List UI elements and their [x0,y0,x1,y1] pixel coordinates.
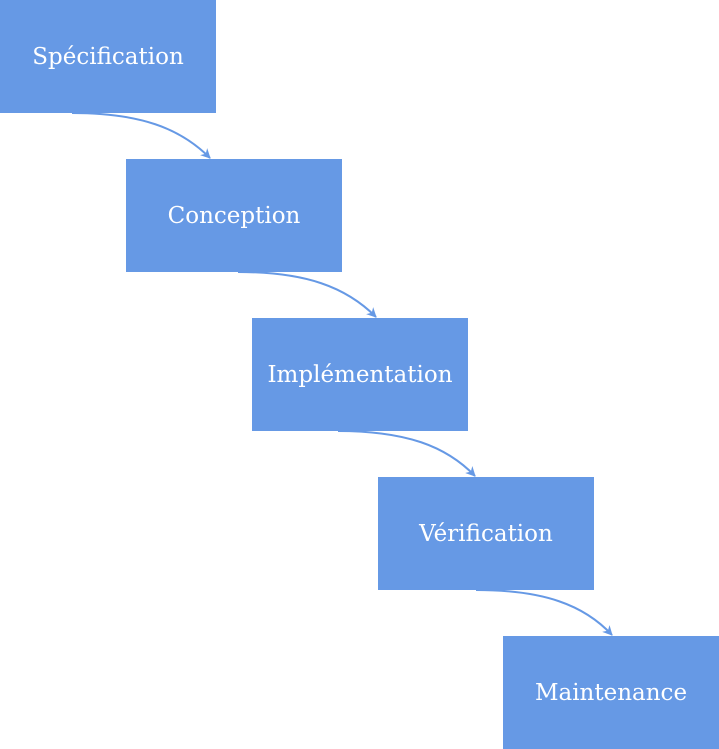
step-label: Conception [167,202,301,229]
arrow-spec-to-conception [71,112,211,159]
step-maintenance: Maintenance [503,636,719,749]
step-specification: Spécification [0,0,216,113]
step-label: Maintenance [534,679,688,706]
step-verification: Vérification [378,477,594,590]
step-conception: Conception [126,159,342,272]
arrow-conception-to-implementation [237,271,377,318]
step-label: Spécification [32,43,184,70]
step-label: Vérification [419,520,553,547]
step-label: Implémentation [267,361,453,388]
arrow-verification-to-maintenance [475,589,613,636]
arrow-implementation-to-verification [337,430,476,477]
step-implementation: Implémentation [252,318,468,431]
